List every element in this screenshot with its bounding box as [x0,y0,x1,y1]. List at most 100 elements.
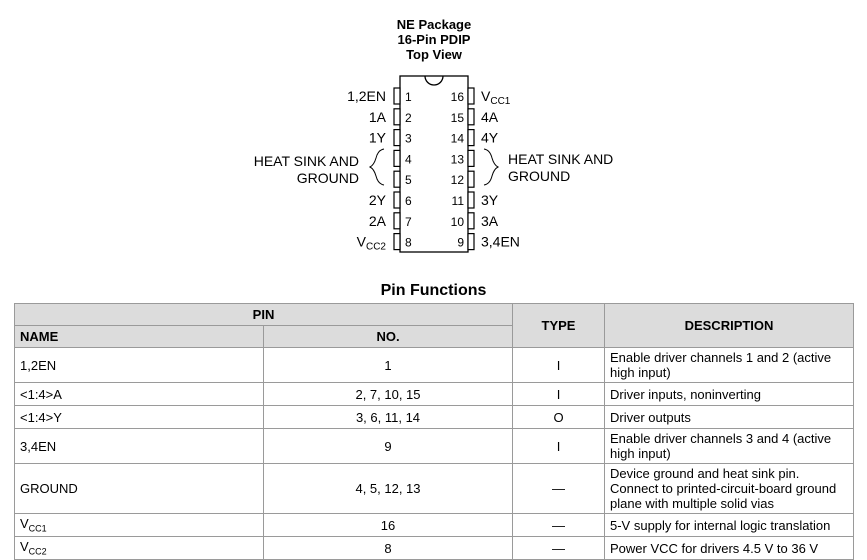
heat-sink-label-right-2: GROUND [508,168,570,184]
pin-functions-title: Pin Functions [380,282,487,299]
heat-sink-label-left-1: HEAT SINK AND [254,153,359,169]
pin-9-label: 3,4EN [481,234,520,250]
pin-9-lead [467,233,475,251]
pin-name-cell: VCC2 [14,536,264,560]
name-header: NAME [14,325,264,348]
pin-2-lead [393,108,401,126]
pin-7-label: 2A [369,213,387,229]
pin-name-cell: 1,2EN [14,347,264,383]
pin-3-number: 3 [405,132,412,146]
pin-15-number: 15 [451,111,465,125]
pin-description-cell: Driver outputs [604,405,854,429]
pin-15-label: 4A [481,109,499,125]
pin-3-lead [393,129,401,147]
pin-7-number: 7 [405,215,412,229]
pin-header: PIN [14,303,513,326]
pin-type-cell: I [512,428,605,464]
package-title: NE Package [397,17,471,32]
chip-notch [424,75,444,86]
pin-number-cell: 2, 7, 10, 15 [263,382,513,406]
pin-description-cell: Enable driver channels 3 and 4 (active h… [604,428,854,464]
package-type: 16-Pin PDIP [398,32,471,47]
pin-type-cell: — [512,513,605,537]
pin-number-cell: 1 [263,347,513,383]
pin-name-cell: VCC1 [14,513,264,537]
number-header: NO. [263,325,513,348]
pin-2-number: 2 [405,111,412,125]
pin-14-lead [467,129,475,147]
pin-name-cell: <1:4>Y [14,405,264,429]
pin-1-number: 1 [405,90,412,104]
pin-number-cell: 8 [263,536,513,560]
pin-number-cell: 4, 5, 12, 13 [263,463,513,514]
right-pin-group: 16 VCC1 15 4A 14 4Y 13 12 11 3Y 10 3A 9 3,4EN [451,87,520,251]
pin-8-label: VCC2 [357,234,387,253]
pin-14-label: 4Y [481,130,499,146]
pin-name-cell: 3,4EN [14,428,264,464]
pin-15-lead [467,108,475,126]
pin-4-number: 4 [405,152,412,166]
pin-description-cell: Power VCC for drivers 4.5 V to 36 V [604,536,854,560]
pin-6-number: 6 [405,194,412,208]
pin-type-cell: I [512,382,605,406]
pin-description-cell: Device ground and heat sink pin. Connect… [604,463,854,514]
pin-6-lead [393,191,401,209]
heat-sink-brace-left [368,148,385,186]
pin-name-cell: <1:4>A [14,382,264,406]
pin-description-cell: Driver inputs, noninverting [604,382,854,406]
pin-6-label: 2Y [369,192,387,208]
heat-sink-label-left-2: GROUND [297,170,359,186]
pin-type-cell: I [512,347,605,383]
type-header: TYPE [512,303,605,348]
pin-11-lead [467,191,475,209]
pin-13-lead [467,149,475,167]
pin-16-label: VCC1 [481,88,511,107]
pin-type-cell: O [512,405,605,429]
pin-12-lead [467,170,475,188]
pin-13-number: 13 [451,152,465,166]
heat-sink-brace-right [483,148,500,186]
pin-1-label: 1,2EN [347,88,386,104]
pin-3-label: 1Y [369,130,387,146]
pin-12-number: 12 [451,173,465,187]
pin-type-cell: — [512,536,605,560]
package-view: Top View [406,47,463,62]
pin-number-cell: 3, 6, 11, 14 [263,405,513,429]
pin-8-lead [393,233,401,251]
pin-9-number: 9 [457,236,464,250]
pin-number-cell: 16 [263,513,513,537]
pin-2-label: 1A [369,109,387,125]
pin-name-cell: GROUND [14,463,264,514]
pin-14-number: 14 [451,132,465,146]
pin-10-lead [467,212,475,230]
pin-16-lead [467,87,475,105]
pin-5-lead [393,170,401,188]
chip-body [399,75,469,253]
pin-1-lead [393,87,401,105]
heat-sink-label-right-1: HEAT SINK AND [508,151,613,167]
pin-type-cell: — [512,463,605,514]
pin-10-number: 10 [451,215,465,229]
left-pin-group: 1 1,2EN 2 1A 3 1Y 4 5 6 2Y 7 2A 8 VCC2 [347,87,412,253]
pin-7-lead [393,212,401,230]
pin-11-number: 11 [452,194,465,208]
pin-8-number: 8 [405,236,412,250]
pin-number-cell: 9 [263,428,513,464]
pin-5-number: 5 [405,173,412,187]
pin-16-number: 16 [451,90,465,104]
pin-4-lead [393,149,401,167]
description-header: DESCRIPTION [604,303,854,348]
pin-description-cell: Enable driver channels 1 and 2 (active h… [604,347,854,383]
package-diagram: NE Package 16-Pin PDIP Top View 11,2EN21… [254,17,613,253]
pin-10-label: 3A [481,213,499,229]
pin-11-label: 3Y [481,192,499,208]
pin-description-cell: 5-V supply for internal logic translatio… [604,513,854,537]
